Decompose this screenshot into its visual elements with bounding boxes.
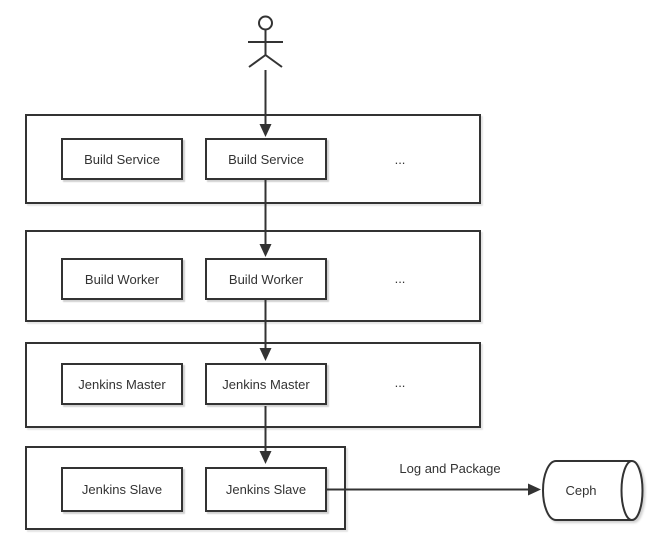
jenkins-master-node-2: Jenkins Master: [205, 363, 327, 405]
build-service-node-2: Build Service: [205, 138, 327, 180]
jenkins-slave-node-2: Jenkins Slave: [205, 467, 327, 512]
log-and-package-edge-label: Log and Package: [399, 461, 501, 476]
jenkins-master-node-1: Jenkins Master: [61, 363, 183, 405]
more-nodes-ellipsis: ...: [394, 375, 406, 390]
jenkins-slave-node-1: Jenkins Slave: [61, 467, 183, 512]
build-worker-node-2: Build Worker: [205, 258, 327, 300]
more-nodes-ellipsis: ...: [394, 271, 406, 286]
more-nodes-ellipsis: ...: [394, 152, 406, 167]
build-worker-node-1: Build Worker: [61, 258, 183, 300]
arrow-jenkins-slave-to-ceph: [327, 483, 541, 496]
ceph-datastore-label: Ceph: [565, 483, 597, 498]
actor-icon: [248, 15, 283, 68]
build-service-node-1: Build Service: [61, 138, 183, 180]
